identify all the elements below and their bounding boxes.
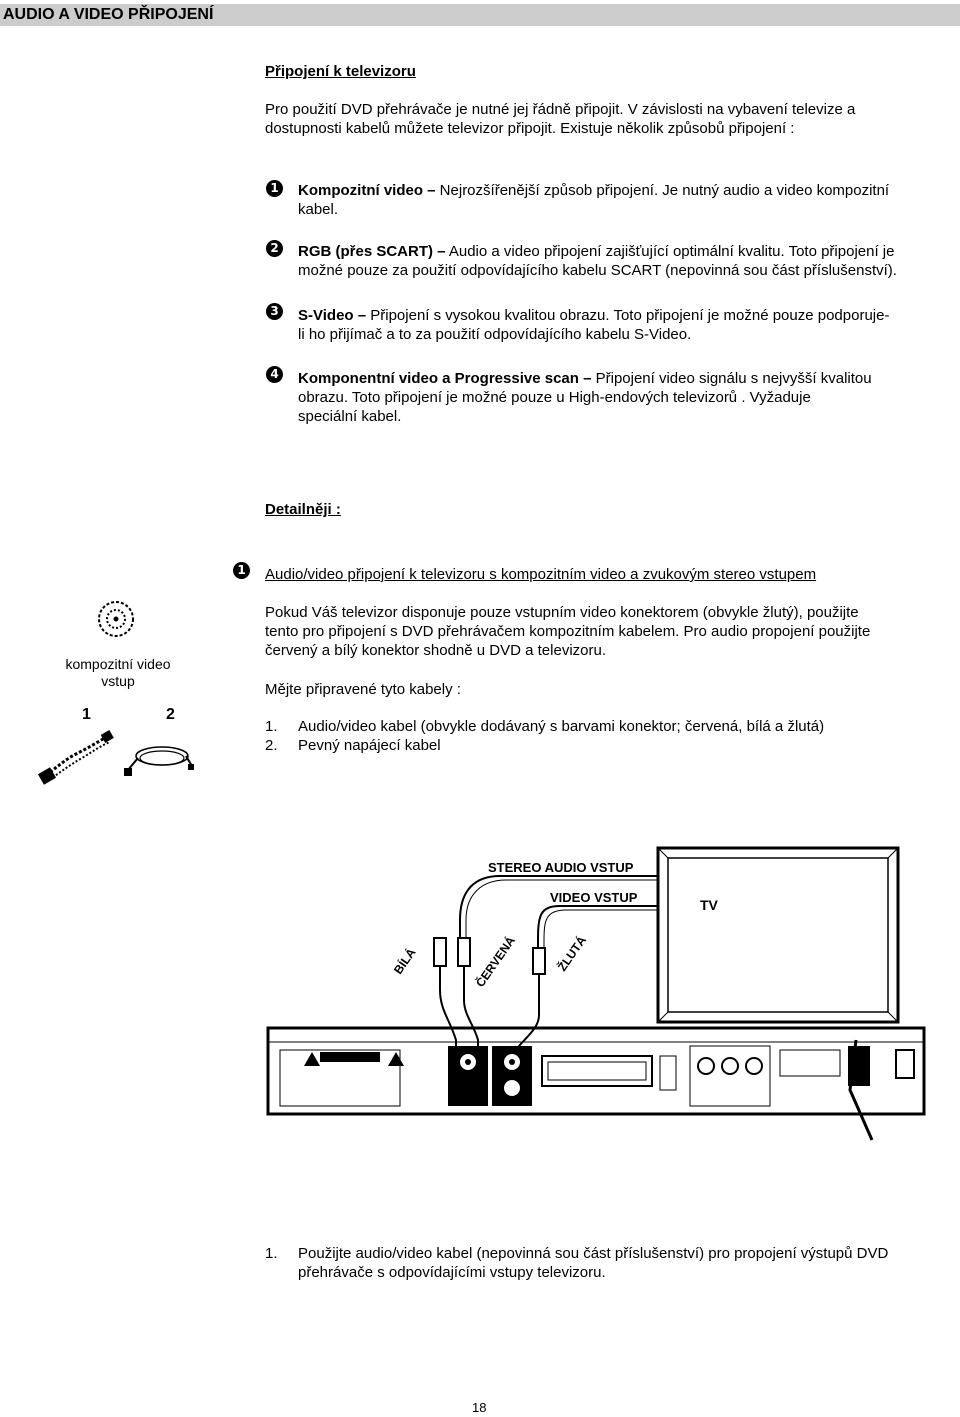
option-text: speciální kabel. <box>298 408 402 425</box>
option-text: kabel. <box>298 201 339 218</box>
detail-line: Pokud Váš televizor disponuje pouze vstu… <box>265 604 859 621</box>
step-text: Použijte audio/video kabel (nepovinná so… <box>298 1244 953 1282</box>
option-text: Nejrozšířenější způsob připojení. Je nut… <box>435 182 890 199</box>
bullet-4-icon: 4 <box>266 366 283 383</box>
stereo-audio-label: STEREO AUDIO VSTUP <box>488 860 634 875</box>
option-title: Komponentní video a Progressive scan – <box>298 370 592 387</box>
detail-heading: Detailněji : <box>265 501 341 518</box>
white-cable-label: BÍLÁ <box>390 945 419 977</box>
option-text: obrazu. Toto připojení je možné pouze u … <box>298 389 811 406</box>
option-text: Připojení s vysokou kvalitou obrazu. Tot… <box>366 307 890 324</box>
composite-input-label: kompozitní video vstup <box>50 656 186 690</box>
list-item: Audio/video kabel (obvykle dodávaný s ba… <box>298 718 825 735</box>
intro-line: dostupnosti kabelů můžete televizor přip… <box>265 120 795 137</box>
red-cable-label: ČERVENÁ <box>472 933 518 990</box>
option-text: možné pouze za použití odpovídajícího ka… <box>298 262 897 279</box>
tv-illustration: TV <box>656 846 900 1024</box>
bullet-2-icon: 2 <box>266 240 283 257</box>
detail-paragraph: Pokud Váš televizor disponuje pouze vstu… <box>265 603 955 660</box>
video-input-label: VIDEO VSTUP <box>550 890 638 905</box>
bullet-1-icon: 1 <box>233 562 250 579</box>
option-title: RGB (přes SCART) – <box>298 243 446 260</box>
bullet-1-icon: 1 <box>266 180 283 197</box>
step-line: přehrávače s odpovídajícími vstupy telev… <box>298 1264 606 1281</box>
option-composite: Kompozitní video – Nejrozšířenější způso… <box>298 181 958 219</box>
dvd-rear-panel <box>266 1026 926 1141</box>
option-text: Připojení video signálu s nejvyšší kvali… <box>591 370 872 387</box>
option-rgb: RGB (přes SCART) – Audio a video připoje… <box>298 242 958 280</box>
option-text: Audio a video připojení zajišťující opti… <box>445 243 895 260</box>
option-title: S-Video – <box>298 307 367 324</box>
detail-line: tento pro připojení s DVD přehrávačem ko… <box>265 623 871 640</box>
connection-diagram: TV STEREO AUDIO VSTUP VIDEO VSTUP BÍLÁ Č… <box>266 846 926 1141</box>
page-title: AUDIO A VIDEO PŘIPOJENÍ <box>3 6 214 23</box>
intro-line: Pro použití DVD přehrávače je nutné jej … <box>265 101 856 118</box>
tv-label: TV <box>700 897 719 913</box>
option-title: Kompozitní video – <box>298 182 436 199</box>
option-svideo: S-Video – Připojení s vysokou kvalitou o… <box>298 306 958 344</box>
cable-number: 2 <box>166 706 175 723</box>
cable-number: 1 <box>82 706 91 723</box>
option-text: li ho přijímač a to za použití odpovídaj… <box>298 326 692 343</box>
header-bar <box>0 4 960 26</box>
list-item-num: 2. <box>265 737 278 754</box>
list-item: Pevný napájecí kabel <box>298 737 441 754</box>
power-cable-icon <box>124 746 194 776</box>
prep-text: Mějte připravené tyto kabely : <box>265 681 461 698</box>
detail-subheading: Audio/video připojení k televizoru s kom… <box>265 566 817 583</box>
step-num: 1. <box>265 1245 278 1262</box>
av-cable-icon <box>37 730 114 785</box>
composite-connector-icon <box>98 601 134 637</box>
option-component: Komponentní video a Progressive scan – P… <box>298 369 958 426</box>
bullet-3-icon: 3 <box>266 303 283 320</box>
intro-paragraph: Pro použití DVD přehrávače je nutné jej … <box>265 100 945 138</box>
list-item-num: 1. <box>265 718 278 735</box>
step-line: Použijte audio/video kabel (nepovinná so… <box>298 1245 889 1262</box>
section-heading: Připojení k televizoru <box>265 63 416 80</box>
label-line: kompozitní video <box>65 656 171 672</box>
page-number: 18 <box>472 1400 487 1415</box>
label-line: vstup <box>101 673 135 689</box>
yellow-cable-label: ŽLUTÁ <box>554 933 589 974</box>
detail-line: červený a bílý konektor shodně u DVD a t… <box>265 642 607 659</box>
